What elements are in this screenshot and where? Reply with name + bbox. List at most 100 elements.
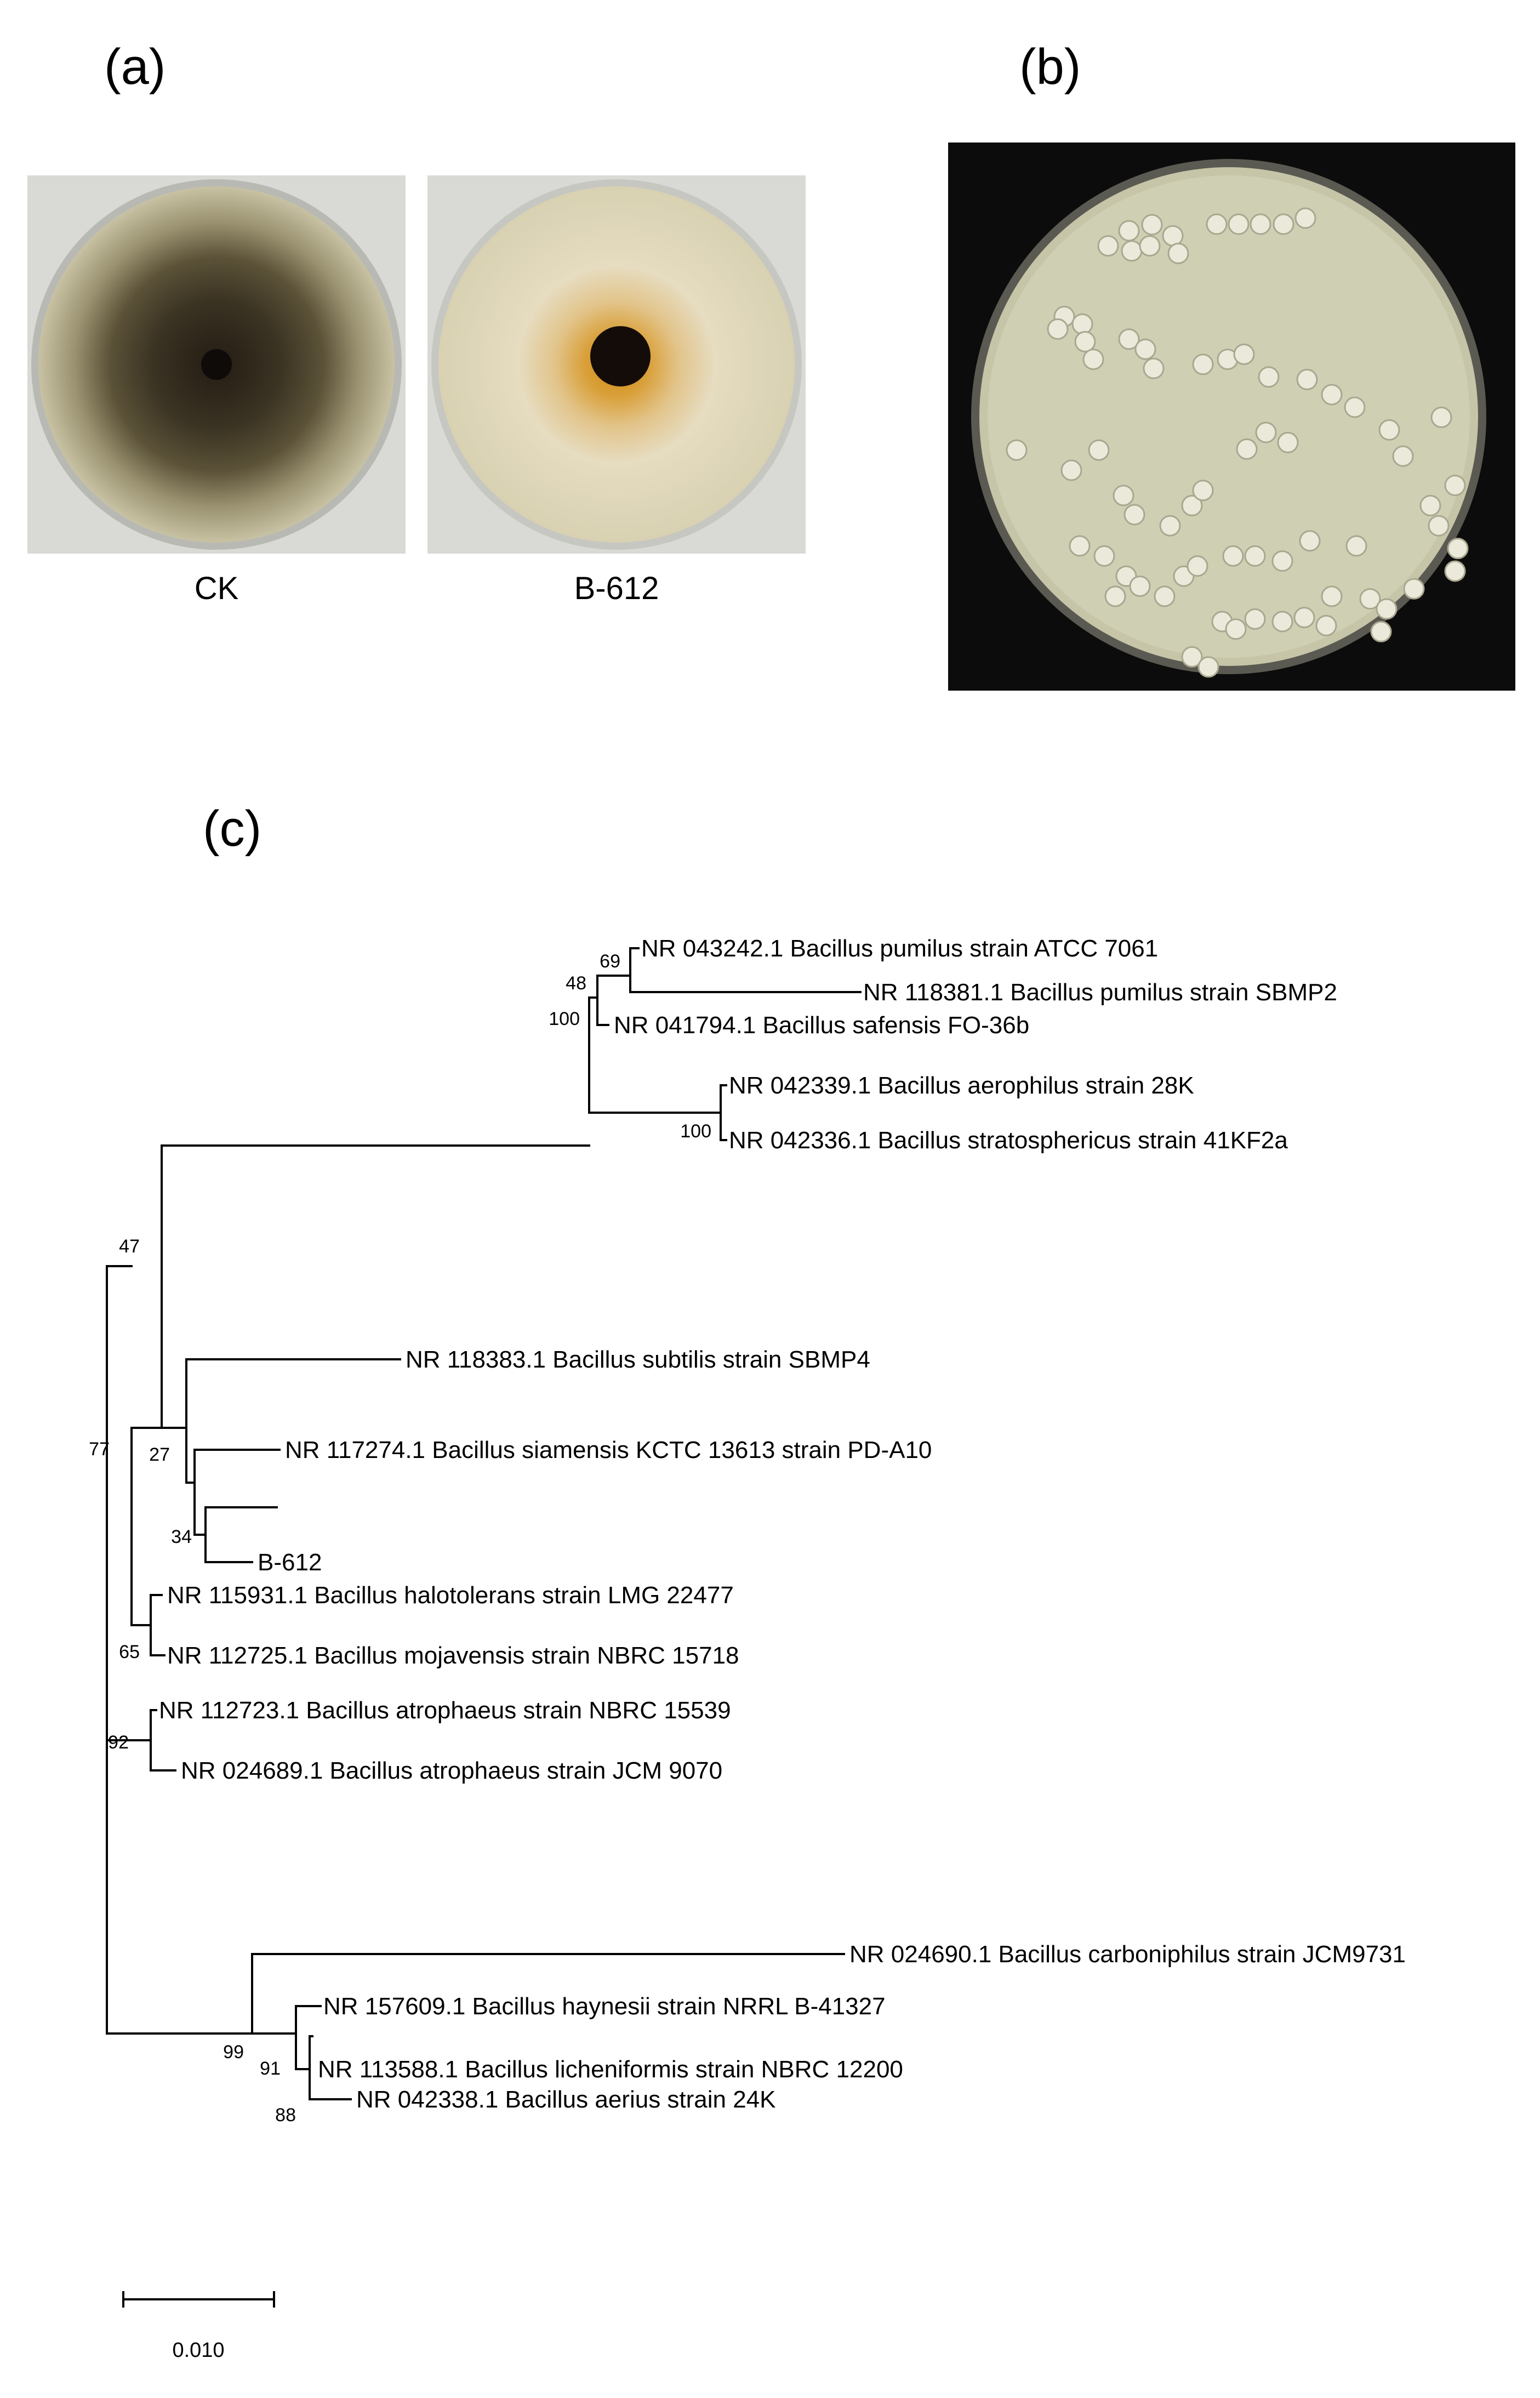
colony-dot bbox=[1181, 494, 1203, 516]
colony-dot bbox=[1293, 607, 1315, 629]
colony-dot bbox=[1430, 406, 1452, 428]
colony-dot bbox=[1236, 438, 1258, 460]
colony-dot bbox=[1447, 538, 1469, 560]
taxon-label: B-612 bbox=[258, 1549, 322, 1576]
colony-dot bbox=[1228, 213, 1250, 235]
colony-dot bbox=[1444, 475, 1466, 497]
bootstrap-value: 48 bbox=[566, 973, 586, 994]
colony-dot bbox=[1139, 235, 1161, 257]
taxon-label: NR 112725.1 Bacillus mojavensis strain N… bbox=[167, 1642, 739, 1669]
bootstrap-value: 100 bbox=[549, 1009, 580, 1029]
bootstrap-value: 100 bbox=[680, 1121, 711, 1142]
colony-dot bbox=[1273, 213, 1294, 235]
colony-dot bbox=[1250, 213, 1271, 235]
colony-dot bbox=[1071, 313, 1093, 335]
colony-dot bbox=[1225, 618, 1247, 640]
taxon-label: NR 115931.1 Bacillus halotolerans strain… bbox=[167, 1582, 734, 1609]
taxon-label: NR 024689.1 Bacillus atrophaeus strain J… bbox=[181, 1757, 722, 1784]
scale-bar-label: 0.010 bbox=[172, 2339, 224, 2362]
taxon-label: NR 043242.1 Bacillus pumilus strain ATCC… bbox=[641, 935, 1158, 962]
colony-dot bbox=[1376, 598, 1398, 620]
taxon-label: NR 041794.1 Bacillus safensis FO-36b bbox=[614, 1012, 1029, 1039]
colony-dot bbox=[1129, 576, 1151, 597]
colony-dot bbox=[1197, 656, 1219, 678]
colony-plate-photo bbox=[948, 143, 1515, 691]
colony-dot bbox=[1206, 213, 1228, 235]
taxon-label: NR 112723.1 Bacillus atrophaeus strain N… bbox=[159, 1697, 731, 1724]
colony-dot bbox=[1294, 207, 1316, 229]
taxon-label: NR 042339.1 Bacillus aerophilus strain 2… bbox=[729, 1072, 1194, 1099]
colony-dot bbox=[1074, 331, 1096, 352]
colony-dot bbox=[1299, 530, 1321, 552]
taxon-label: NR 157609.1 Bacillus haynesii strain NRR… bbox=[323, 1993, 886, 2020]
colony-dot bbox=[1392, 445, 1414, 467]
phylogenetic-tree: NR 043242.1 Bacillus pumilus strain ATCC… bbox=[89, 935, 1406, 2362]
colony-dot bbox=[1271, 611, 1293, 633]
colony-dot bbox=[1345, 535, 1367, 557]
panel-label-c: (c) bbox=[203, 801, 262, 857]
colony-dot bbox=[1277, 431, 1299, 453]
bootstrap-value: 91 bbox=[260, 2058, 281, 2079]
bootstrap-value: 69 bbox=[600, 951, 620, 972]
colony-dot bbox=[1121, 240, 1143, 262]
colony-dot bbox=[1378, 419, 1400, 441]
bootstrap-value: 88 bbox=[275, 2105, 296, 2126]
colony-dot bbox=[1255, 421, 1277, 443]
taxon-label: NR 042338.1 Bacillus aerius strain 24K bbox=[356, 2086, 776, 2113]
colony-dot bbox=[1159, 515, 1181, 537]
bootstrap-value: 77 bbox=[89, 1439, 110, 1460]
colony-dot bbox=[1271, 550, 1293, 572]
colony-dot bbox=[1233, 343, 1255, 365]
colony-dot bbox=[1315, 614, 1337, 636]
colony-dot bbox=[1006, 439, 1028, 461]
plate-b612-caption: B-612 bbox=[574, 571, 659, 606]
colony-dot bbox=[1104, 585, 1126, 607]
taxon-label: NR 118381.1 Bacillus pumilus strain SBMP… bbox=[863, 979, 1337, 1006]
plate-control-caption: CK bbox=[194, 571, 239, 606]
colony-dot bbox=[1143, 357, 1165, 379]
panel-label-b: (b) bbox=[1019, 39, 1081, 95]
colony-dot bbox=[1181, 646, 1203, 668]
colony-dot bbox=[1192, 354, 1214, 375]
colony-dot bbox=[1097, 235, 1119, 257]
colony-dot bbox=[1123, 504, 1145, 526]
colony-dot bbox=[1069, 535, 1091, 557]
taxon-label: NR 118383.1 Bacillus subtilis strain SBM… bbox=[406, 1346, 870, 1373]
bootstrap-value: 99 bbox=[223, 2042, 244, 2063]
colony-dot bbox=[1444, 560, 1466, 582]
colony-dot bbox=[1154, 585, 1176, 607]
colony-dot bbox=[1321, 585, 1343, 607]
bootstrap-value: 34 bbox=[171, 1526, 192, 1547]
colony-dot bbox=[1118, 328, 1140, 350]
colony-dot bbox=[1222, 545, 1244, 567]
colony-dot bbox=[1244, 608, 1266, 630]
colony-dot bbox=[1187, 555, 1208, 577]
colony-dot bbox=[1321, 384, 1343, 406]
colony-dot bbox=[1370, 620, 1392, 642]
colony-dot bbox=[1403, 578, 1425, 600]
plate-b612-photo bbox=[427, 175, 806, 554]
taxon-label: NR 117274.1 Bacillus siamensis KCTC 1361… bbox=[285, 1437, 932, 1463]
colony-dot bbox=[1296, 368, 1318, 390]
colony-dot bbox=[1047, 318, 1069, 340]
colony-dot bbox=[1192, 480, 1214, 502]
colony-dot bbox=[1428, 515, 1450, 537]
colony-dot bbox=[1419, 494, 1441, 516]
colony-dot bbox=[1113, 485, 1134, 506]
plate-control-photo bbox=[27, 175, 406, 554]
scale-bar: 0.010 bbox=[122, 2291, 275, 2362]
taxon-label: NR 024690.1 Bacillus carboniphilus strai… bbox=[849, 1941, 1406, 1968]
taxon-label: NR 042336.1 Bacillus stratosphericus str… bbox=[729, 1127, 1288, 1154]
colony-dot bbox=[1244, 545, 1266, 567]
colony-dot bbox=[1141, 214, 1163, 236]
colony-dot bbox=[1118, 220, 1140, 242]
bootstrap-value: 27 bbox=[149, 1444, 170, 1465]
bootstrap-value: 47 bbox=[119, 1236, 140, 1257]
colony-dot bbox=[1167, 242, 1189, 264]
colony-dot bbox=[1258, 366, 1280, 388]
taxon-label: NR 113588.1 Bacillus licheniformis strai… bbox=[318, 2056, 903, 2083]
colony-dot bbox=[1088, 439, 1110, 461]
tree-branches bbox=[106, 947, 862, 2100]
colony-dot bbox=[1082, 349, 1104, 371]
colony-dot bbox=[1162, 225, 1184, 247]
